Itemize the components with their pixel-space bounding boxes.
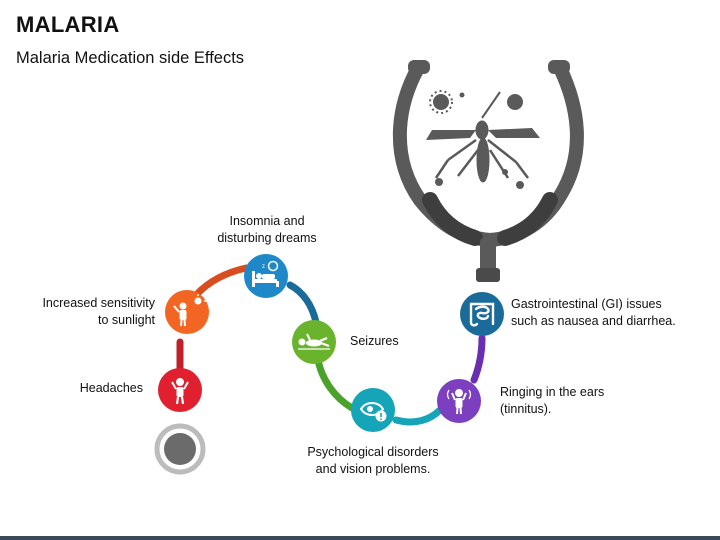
page-subtitle: Malaria Medication side Effects: [16, 49, 245, 67]
label-headaches: Headaches: [79, 381, 143, 395]
bed-insomnia-icon: z: [252, 260, 279, 287]
start-node: [154, 423, 206, 475]
node-insomnia: z: [244, 254, 288, 298]
footer-bar: [0, 536, 720, 540]
label-vision: Psychological disorders and vision probl…: [307, 445, 439, 476]
label-insomnia: Insomnia and disturbing dreams: [217, 214, 317, 245]
page-title: MALARIA: [16, 12, 120, 37]
intestine-icon: [469, 302, 495, 327]
stethoscope-icon: [392, 60, 584, 282]
node-ears: [437, 379, 481, 423]
path-connectors: [176, 264, 486, 426]
ringing-ears-person-icon: [446, 389, 472, 415]
node-vision: [351, 388, 395, 432]
node-gi: [460, 292, 504, 336]
label-seizures: Seizures: [350, 334, 399, 348]
virus-icon: [429, 90, 524, 189]
seizure-person-icon: [298, 333, 330, 350]
label-gi: Gastrointestinal (GI) issues such as nau…: [511, 297, 676, 328]
node-headaches: [158, 368, 202, 412]
node-seizures: [292, 320, 336, 364]
label-sunlight: Increased sensitivity to sunlight: [42, 296, 155, 327]
headache-person-icon: [171, 378, 189, 405]
sun-person-icon: [173, 294, 206, 327]
eye-warning-icon: [359, 402, 387, 422]
node-sunlight: [165, 290, 209, 334]
label-ears: Ringing in the ears (tinnitus).: [500, 385, 605, 416]
svg-text:z: z: [262, 264, 265, 270]
